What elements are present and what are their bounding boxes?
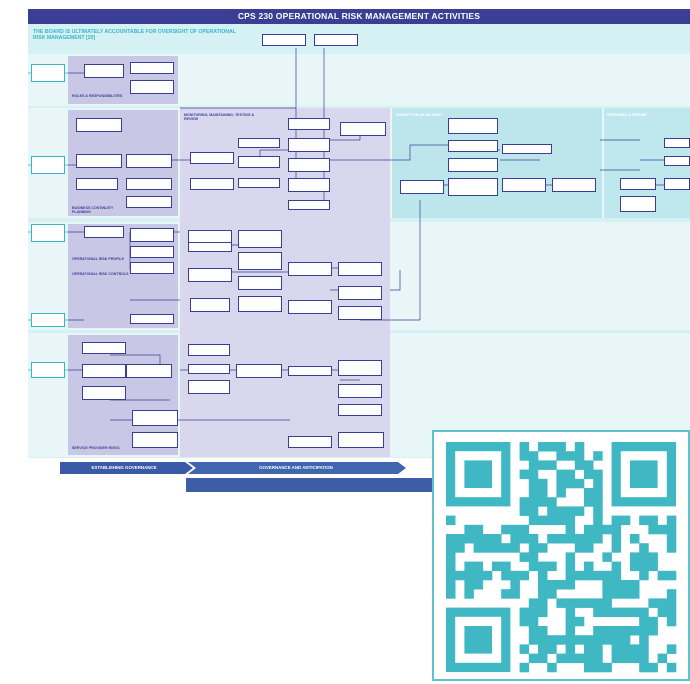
- board-box-top-1: [262, 34, 306, 46]
- section-label-risk-controls: OPERATIONAL RISK CONTROLS: [72, 272, 129, 276]
- activity-box: [338, 384, 382, 398]
- activity-box: [502, 144, 552, 154]
- section-label-service: SERVICE PROVIDER RISKS: [72, 446, 120, 450]
- activity-box: [288, 138, 330, 152]
- activity-box: [238, 276, 282, 290]
- activity-box: [238, 178, 280, 188]
- section-label-bcp: BUSINESS CONTINUITY PLANNING: [72, 206, 114, 215]
- activity-box: [82, 342, 126, 354]
- activity-box: [188, 242, 232, 252]
- section-label-monitoring: MONITORING, MAINTAINING, TESTING & REVIE…: [184, 113, 255, 122]
- activity-box: [130, 262, 174, 274]
- activity-box: [76, 154, 122, 168]
- section-label-recovery: RESPONSE & RESUME: [607, 113, 647, 117]
- activity-box: [338, 306, 382, 320]
- page-title: CPS 230 OPERATIONAL RISK MANAGEMENT ACTI…: [28, 9, 690, 24]
- phase-governance: GOVERNANCE AND ANTICIPATION: [259, 465, 333, 470]
- activity-box: [84, 226, 124, 238]
- activity-box: [552, 178, 596, 192]
- activity-box: [338, 286, 382, 300]
- activity-box: [190, 178, 234, 190]
- phase-arrows: [60, 462, 440, 492]
- activity-box: [188, 364, 230, 374]
- activity-box: [664, 178, 690, 190]
- activity-box: [236, 364, 282, 378]
- activity-box: [238, 296, 282, 312]
- activity-box: [130, 228, 174, 242]
- board-box-roles: [31, 64, 65, 82]
- board-box-top-2: [314, 34, 358, 46]
- activity-box: [288, 436, 332, 448]
- activity-box: [238, 156, 280, 168]
- activity-box: [190, 298, 230, 312]
- activity-box: [448, 178, 498, 196]
- board-box-risk-profile: [31, 224, 65, 242]
- activity-box: [448, 118, 498, 134]
- activity-box: [126, 154, 172, 168]
- phase-establishing: ESTABLISHING GOVERNANCE: [91, 465, 157, 470]
- activity-box: [288, 262, 332, 276]
- activity-box: [238, 138, 280, 148]
- activity-box: [288, 118, 330, 130]
- activity-box: [620, 196, 656, 212]
- qr-code-icon: [446, 442, 677, 673]
- activity-box: [132, 432, 178, 448]
- qr-code-panel: [432, 430, 690, 681]
- activity-box: [188, 344, 230, 356]
- section-label-roles: ROLES & RESPONSIBILITIES: [72, 94, 123, 98]
- board-box-service: [31, 362, 65, 378]
- activity-box: [664, 156, 690, 166]
- activity-box: [84, 64, 124, 78]
- activity-box: [132, 410, 178, 426]
- activity-box: [338, 404, 382, 416]
- zone-monitoring: [180, 108, 390, 457]
- activity-box: [76, 118, 122, 132]
- activity-box: [338, 432, 384, 448]
- activity-box: [188, 268, 232, 282]
- activity-box: [400, 180, 444, 194]
- activity-box: [130, 314, 174, 324]
- section-label-disruption: DISRUPTION OR INCIDENT: [396, 113, 443, 117]
- activity-box: [126, 178, 172, 190]
- activity-box: [664, 138, 690, 148]
- activity-box: [82, 364, 126, 378]
- activity-box: [130, 246, 174, 258]
- activity-box: [288, 178, 330, 192]
- board-box-risk-controls: [31, 313, 65, 327]
- activity-box: [288, 158, 330, 172]
- activity-box: [238, 230, 282, 248]
- activity-box: [448, 140, 498, 152]
- activity-box: [340, 122, 386, 136]
- activity-box: [126, 196, 172, 208]
- activity-box: [190, 152, 234, 164]
- activity-box: [288, 300, 332, 314]
- board-box-bcp: [31, 156, 65, 174]
- activity-box: [502, 178, 546, 192]
- activity-box: [82, 386, 126, 400]
- activity-box: [338, 262, 382, 276]
- activity-box: [288, 366, 332, 376]
- activity-box: [130, 80, 174, 94]
- activity-box: [188, 380, 230, 394]
- activity-box: [130, 62, 174, 74]
- activity-box: [288, 200, 330, 210]
- activity-box: [76, 178, 118, 190]
- activity-box: [126, 364, 172, 378]
- activity-box: [238, 252, 282, 270]
- activity-box: [338, 360, 382, 376]
- activity-box: [448, 158, 498, 172]
- section-label-risk-profile: OPERATIONAL RISK PROFILE: [72, 257, 124, 261]
- board-statement: THE BOARD IS ULTIMATELY ACCOUNTABLE FOR …: [33, 29, 236, 41]
- activity-box: [620, 178, 656, 190]
